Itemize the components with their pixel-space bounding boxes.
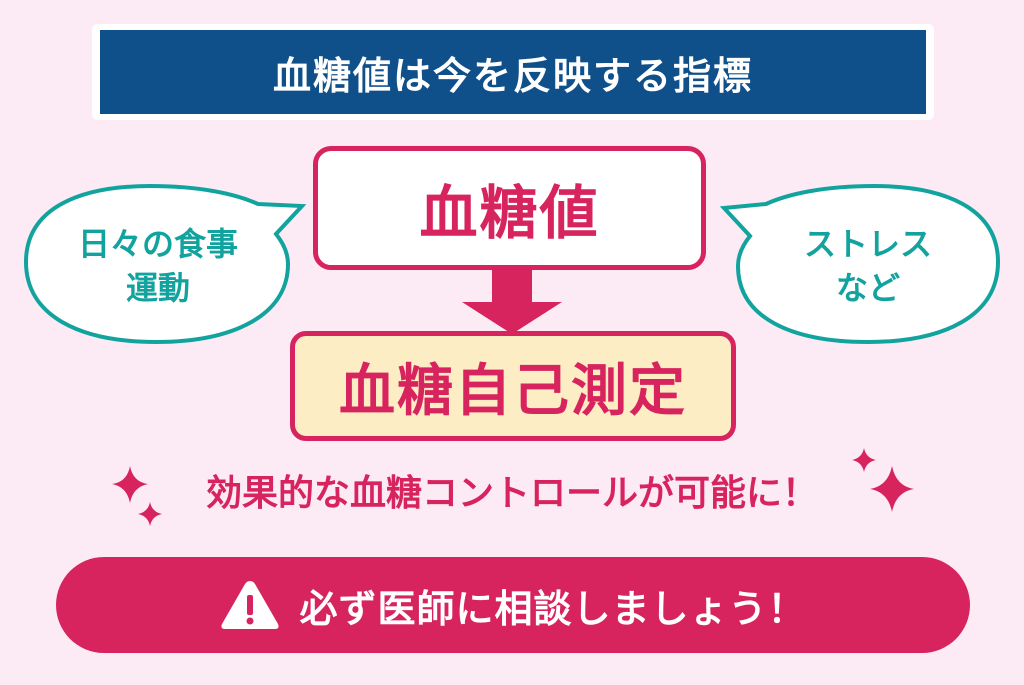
factor-left-text: 日々の食事 運動	[40, 222, 276, 310]
alert-text: 必ず医師に相談しましょう！	[299, 586, 807, 631]
factor-left-line1: 日々の食事	[77, 225, 238, 263]
sparkle-icon-right-large	[870, 466, 914, 512]
effect-text: 効果的な血糖コントロールが可能に！	[205, 473, 818, 514]
page-title: 血糖値は今を反映する指標	[100, 30, 926, 114]
blood-glucose-box: 血糖値	[313, 146, 706, 270]
factor-right-line2: など	[835, 269, 900, 307]
header-banner: 血糖値は今を反映する指標	[92, 24, 934, 120]
self-monitoring-box: 血糖自己測定	[290, 331, 736, 441]
alert-banner: 必ず医師に相談しましょう！	[56, 557, 970, 653]
sparkle-icon-left-large	[112, 466, 148, 503]
factor-right-line1: ストレス	[803, 225, 932, 263]
sparkle-icon-right-small	[852, 448, 876, 472]
speech-bubble-right	[719, 183, 1001, 345]
factor-right-text: ストレス など	[750, 222, 986, 310]
factor-left-line2: 運動	[125, 269, 190, 307]
sparkle-icon-left-small	[138, 502, 162, 526]
down-arrow-icon	[462, 270, 562, 334]
speech-bubble-left	[23, 183, 307, 345]
warning-icon	[221, 581, 280, 629]
